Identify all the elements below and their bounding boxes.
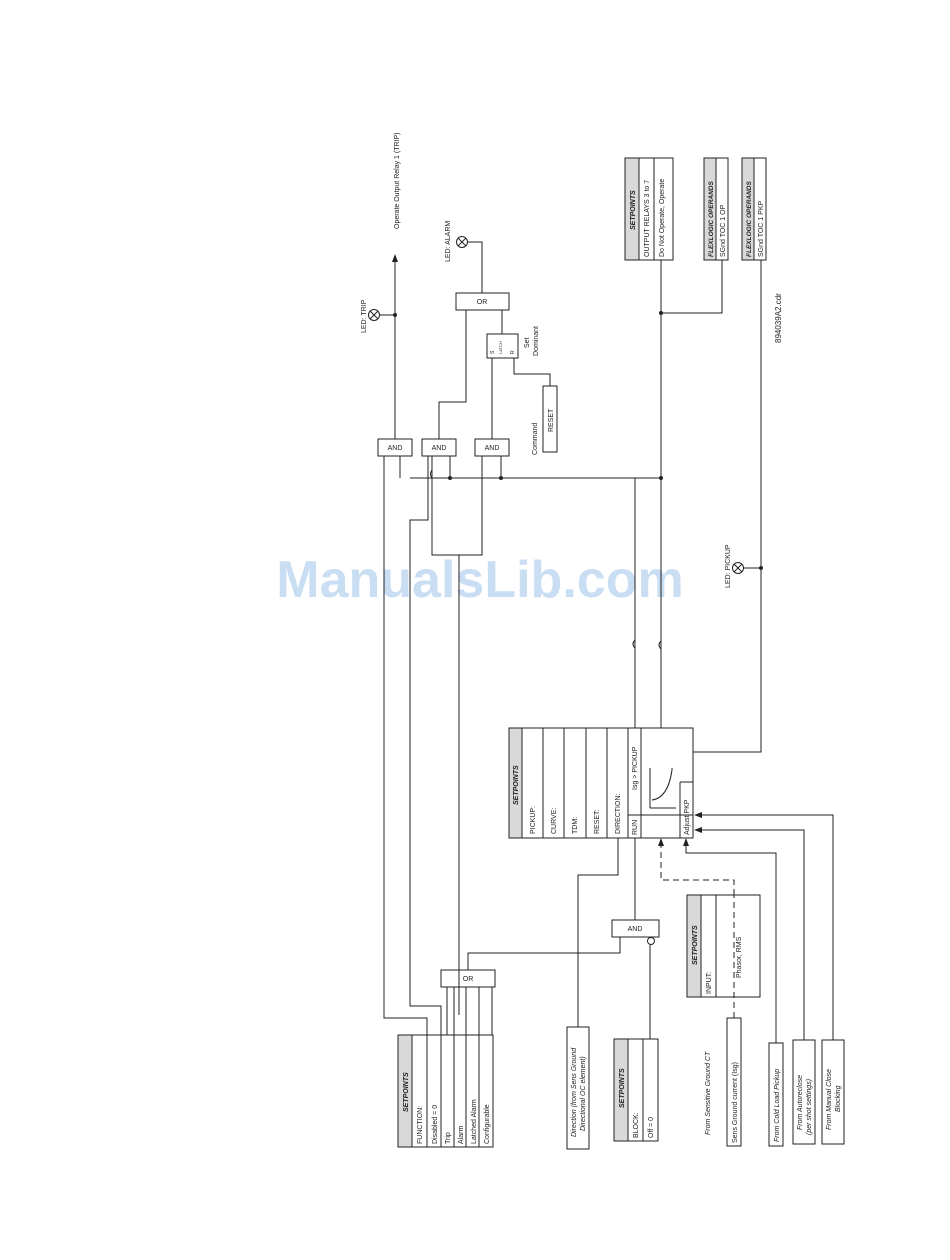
latch-s: S [490, 350, 496, 354]
block-label: BLOCK: [633, 1112, 640, 1138]
or-gate-function: OR [440, 969, 496, 988]
current-source-box: Sens Ground current (Isg) [726, 1017, 742, 1147]
current-source-title: From Sensitive Ground CT [705, 1051, 712, 1135]
function-option-disabled: Disabled = 0 [432, 1105, 439, 1144]
adjust-pkp-label: Adjust PKP [684, 799, 691, 835]
latch-note-set: Set [524, 337, 531, 348]
output-relays-setpoints-box: SETPOINTS OUTPUT RELAYS 3 to 7 Do Not Op… [624, 157, 674, 261]
reset-setting-label: RESET: [594, 809, 601, 834]
input-label: INPUT: [706, 972, 713, 994]
led-pickup-label: LED: PICKUP [725, 544, 732, 588]
main-setpoints-header: SETPOINTS [513, 765, 520, 805]
input-value: Phasor, RMS [736, 936, 743, 978]
run-label: RUN [632, 820, 639, 835]
pickup-label: PICKUP: [530, 806, 537, 834]
flexlogic-op-box: FLEXLOGIC OPERANDS SGnd TOC 1 OP [703, 157, 729, 261]
direction-input-line1: Direction (from Sens Ground [571, 1047, 578, 1137]
drawing-number: 894039A2.cdr [774, 293, 783, 343]
main-setpoints-box: SETPOINTS PICKUP: CURVE: TDM: RESET: DIR… [508, 727, 694, 839]
and-gate-block-label: AND [628, 926, 643, 933]
function-option-latched-alarm: Latched Alarm [471, 1099, 478, 1144]
output-relays-value: Do Not Operate, Operate [659, 179, 666, 257]
or-gate-alarm: OR [455, 292, 510, 311]
led-trip-label: LED: TRIP [361, 299, 368, 333]
reset-command-box: RESET Command [532, 385, 558, 455]
flexlogic-pkp-header: FLEXLOGIC OPERANDS [746, 180, 753, 257]
reset-caption: Command [532, 423, 539, 455]
autoreclose-box: From Autoreclose (per shot settings) [792, 1039, 816, 1145]
pickup-condition: Isg > PICKUP [632, 746, 639, 790]
cold-load-box: From Cold Load Pickup [768, 1042, 784, 1147]
latch-label: LATCH [498, 341, 503, 354]
flexlogic-pkp-box: FLEXLOGIC OPERANDS SGnd TOC 1 PKP [741, 157, 767, 261]
or-gate-alarm-label: OR [477, 299, 488, 306]
flexlogic-pkp-value: SGnd TOC 1 PKP [758, 201, 765, 257]
led-alarm-lamp [456, 236, 468, 248]
wiring [380, 241, 834, 1043]
block-value: Off = 0 [648, 1117, 655, 1138]
watermark: ManualsLib.com [276, 551, 683, 609]
direction-input-line2: Directional OC element) [580, 1056, 587, 1131]
relay-trip-label: Operate Output Relay 1 (TRIP) [394, 133, 401, 229]
manual-close-line1: From Manual Close [826, 1069, 833, 1130]
input-setpoints-header: SETPOINTS [692, 925, 699, 965]
cold-load-label: From Cold Load Pickup [774, 1069, 781, 1142]
function-setpoints-header: SETPOINTS [403, 1072, 410, 1112]
manual-close-box: From Manual Close Blocking [821, 1039, 845, 1145]
output-relays-label: OUTPUT RELAYS 3 to 7 [644, 180, 651, 257]
flexlogic-op-header: FLEXLOGIC OPERANDS [708, 180, 715, 257]
output-relays-header: SETPOINTS [630, 190, 637, 230]
flexlogic-op-value: SGnd TOC 1 OP [720, 204, 727, 257]
function-label: FUNCTION: [417, 1106, 424, 1144]
input-setpoints-box: SETPOINTS INPUT: Phasor, RMS [686, 894, 761, 998]
inverse-curve-icon [649, 768, 676, 809]
latch-note-dominant: Dominant [533, 326, 540, 356]
function-setpoints-box: SETPOINTS FUNCTION: Disabled = 0 Trip Al… [397, 1034, 494, 1148]
and-gate-trip: AND [377, 438, 413, 457]
block-setpoints-header: SETPOINTS [619, 1068, 626, 1108]
and-gate-latch-label: AND [485, 445, 500, 452]
and-gate-alarm-label: AND [432, 445, 447, 452]
function-option-configurable: Configurable [484, 1104, 491, 1144]
curve-label: CURVE: [551, 808, 558, 834]
and-gate-latch: AND [474, 438, 510, 457]
autoreclose-line2: (per shot settings) [806, 1079, 813, 1135]
autoreclose-line1: From Autoreclose [797, 1075, 804, 1130]
led-trip-lamp [368, 309, 380, 321]
function-option-alarm: Alarm [458, 1126, 465, 1144]
latch-r: R [510, 350, 516, 354]
led-pickup-lamp [732, 562, 744, 574]
and-gate-block: AND [611, 919, 660, 945]
direction-setting-label: DIRECTION: [615, 794, 622, 835]
tdm-label: TDM: [572, 817, 579, 834]
reset-label: RESET [548, 408, 555, 432]
block-setpoints-box: SETPOINTS BLOCK: Off = 0 [613, 1038, 659, 1142]
latch-box: S LATCH R Set Dominant [486, 326, 540, 359]
led-alarm-label: LED: ALARM [445, 221, 452, 262]
function-option-trip: Trip [445, 1132, 452, 1144]
or-gate-function-label: OR [463, 976, 474, 983]
and-gate-alarm: AND [421, 438, 457, 457]
and-gate-trip-label: AND [388, 445, 403, 452]
current-source-label: Sens Ground current (Isg) [732, 1062, 739, 1143]
manual-close-line2: Blocking [835, 1085, 842, 1112]
direction-input-box: Direction (from Sens Ground Directional … [566, 1026, 590, 1150]
